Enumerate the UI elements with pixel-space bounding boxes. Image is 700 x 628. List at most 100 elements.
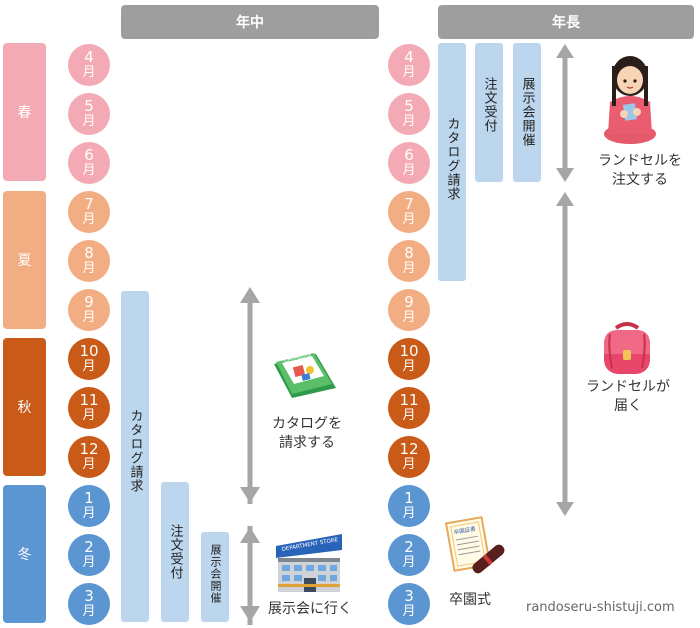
month-unit: 月: [402, 310, 416, 325]
arrow-order-up: [556, 44, 574, 58]
month-number: 4: [84, 48, 94, 66]
month-number: 2: [404, 538, 414, 556]
month-number: 5: [404, 97, 414, 115]
month-unit: 月: [402, 408, 416, 423]
month-unit: 月: [82, 261, 96, 276]
month-number: 3: [84, 587, 94, 605]
month-unit: 月: [402, 359, 416, 374]
bar-exhibition-nencho: 展示会開催: [513, 43, 541, 182]
bar-exhibition-nencho-label: 展示会開催: [519, 77, 535, 147]
arrow-gap: [243, 504, 257, 526]
department-store-icon: DEPARTMENT STORE: [276, 534, 342, 592]
month-unit: 月: [82, 359, 96, 374]
label-request-catalog: カタログを 請求する: [262, 415, 352, 453]
month-number: 7: [84, 195, 94, 213]
month-unit: 月: [82, 163, 96, 178]
header-nenchu: 年中: [121, 5, 379, 39]
month-unit: 月: [402, 163, 416, 178]
month-unit: 月: [82, 408, 96, 423]
arrows-nenchu: [240, 287, 260, 625]
month-number: 5: [84, 97, 94, 115]
month-number: 12: [79, 440, 99, 458]
girl-ordering-icon: [604, 56, 656, 144]
bar-order-nenchu: 注文受付: [161, 482, 189, 622]
arrow-down-head: [240, 487, 260, 503]
label-request-catalog-line1: カタログを: [272, 416, 342, 432]
label-order-randoseru: ランドセルを 注文する: [592, 152, 688, 190]
header-nencho: 年長: [438, 5, 694, 39]
month-number: 2: [84, 538, 94, 556]
season-block: 春: [3, 43, 46, 181]
month-unit: 月: [402, 604, 416, 619]
month-unit: 月: [82, 65, 96, 80]
bar-order-nencho: 注文受付: [475, 43, 503, 182]
bar-order-nencho-label: 注文受付: [481, 77, 497, 133]
arrow-order-down: [556, 168, 574, 182]
month-unit: 月: [82, 310, 96, 325]
bar-catalog-nencho-label: カタログ請求: [444, 117, 460, 201]
bar-catalog-nencho: カタログ請求: [438, 43, 466, 281]
month-unit: 月: [402, 457, 416, 472]
arrow-down-head-2: [240, 606, 260, 622]
month-unit: 月: [82, 604, 96, 619]
bar-order-nenchu-label: 注文受付: [167, 524, 183, 580]
month-number: 1: [84, 489, 94, 507]
season-block: 冬: [3, 485, 46, 623]
bar-catalog-nenchu: カタログ請求: [121, 291, 149, 622]
catalog-book-icon: CATALOG: [274, 351, 336, 398]
randoseru-icon: [604, 322, 650, 374]
bar-exhibition-nenchu: 展示会開催: [201, 532, 229, 622]
month-unit: 月: [402, 555, 416, 570]
label-order-randoseru-line2: 注文する: [612, 172, 668, 188]
month-number: 9: [404, 293, 414, 311]
month-number: 10: [399, 342, 419, 360]
label-go-exhibition: 展示会に行く: [268, 601, 352, 617]
season-block: 夏: [3, 191, 46, 329]
label-order-randoseru-line1: ランドセルを: [598, 153, 682, 169]
label-arrives-line1: ランドセルが: [586, 379, 670, 395]
month-unit: 月: [82, 114, 96, 129]
arrow-arrive-up: [556, 192, 574, 206]
bar-exhibition-nenchu-label: 展示会開催: [209, 544, 222, 604]
month-number: 11: [79, 391, 99, 409]
month-number: 8: [84, 244, 94, 262]
month-number: 9: [84, 293, 94, 311]
label-arrives-line2: 届く: [614, 398, 642, 414]
site-watermark: randoseru-shistuji.com: [526, 600, 675, 615]
certificate-title-text: 卒園証書: [453, 524, 477, 536]
month-number: 1: [404, 489, 414, 507]
month-number: 11: [399, 391, 419, 409]
month-number: 3: [404, 587, 414, 605]
graduation-certificate-icon: 卒園証書: [444, 516, 505, 574]
arrows-nencho: [556, 44, 574, 516]
label-request-catalog-line2: 請求する: [279, 435, 335, 451]
month-number: 12: [399, 440, 419, 458]
arrow-arrive-down: [556, 502, 574, 516]
label-arrives: ランドセルが 届く: [578, 378, 678, 416]
bar-catalog-nenchu-label: カタログ請求: [127, 409, 143, 493]
month-unit: 月: [82, 555, 96, 570]
month-number: 8: [404, 244, 414, 262]
label-graduation: 卒園式: [449, 592, 491, 608]
month-number: 6: [84, 146, 94, 164]
month-unit: 月: [402, 65, 416, 80]
season-block: 秋: [3, 338, 46, 476]
month-unit: 月: [82, 506, 96, 521]
